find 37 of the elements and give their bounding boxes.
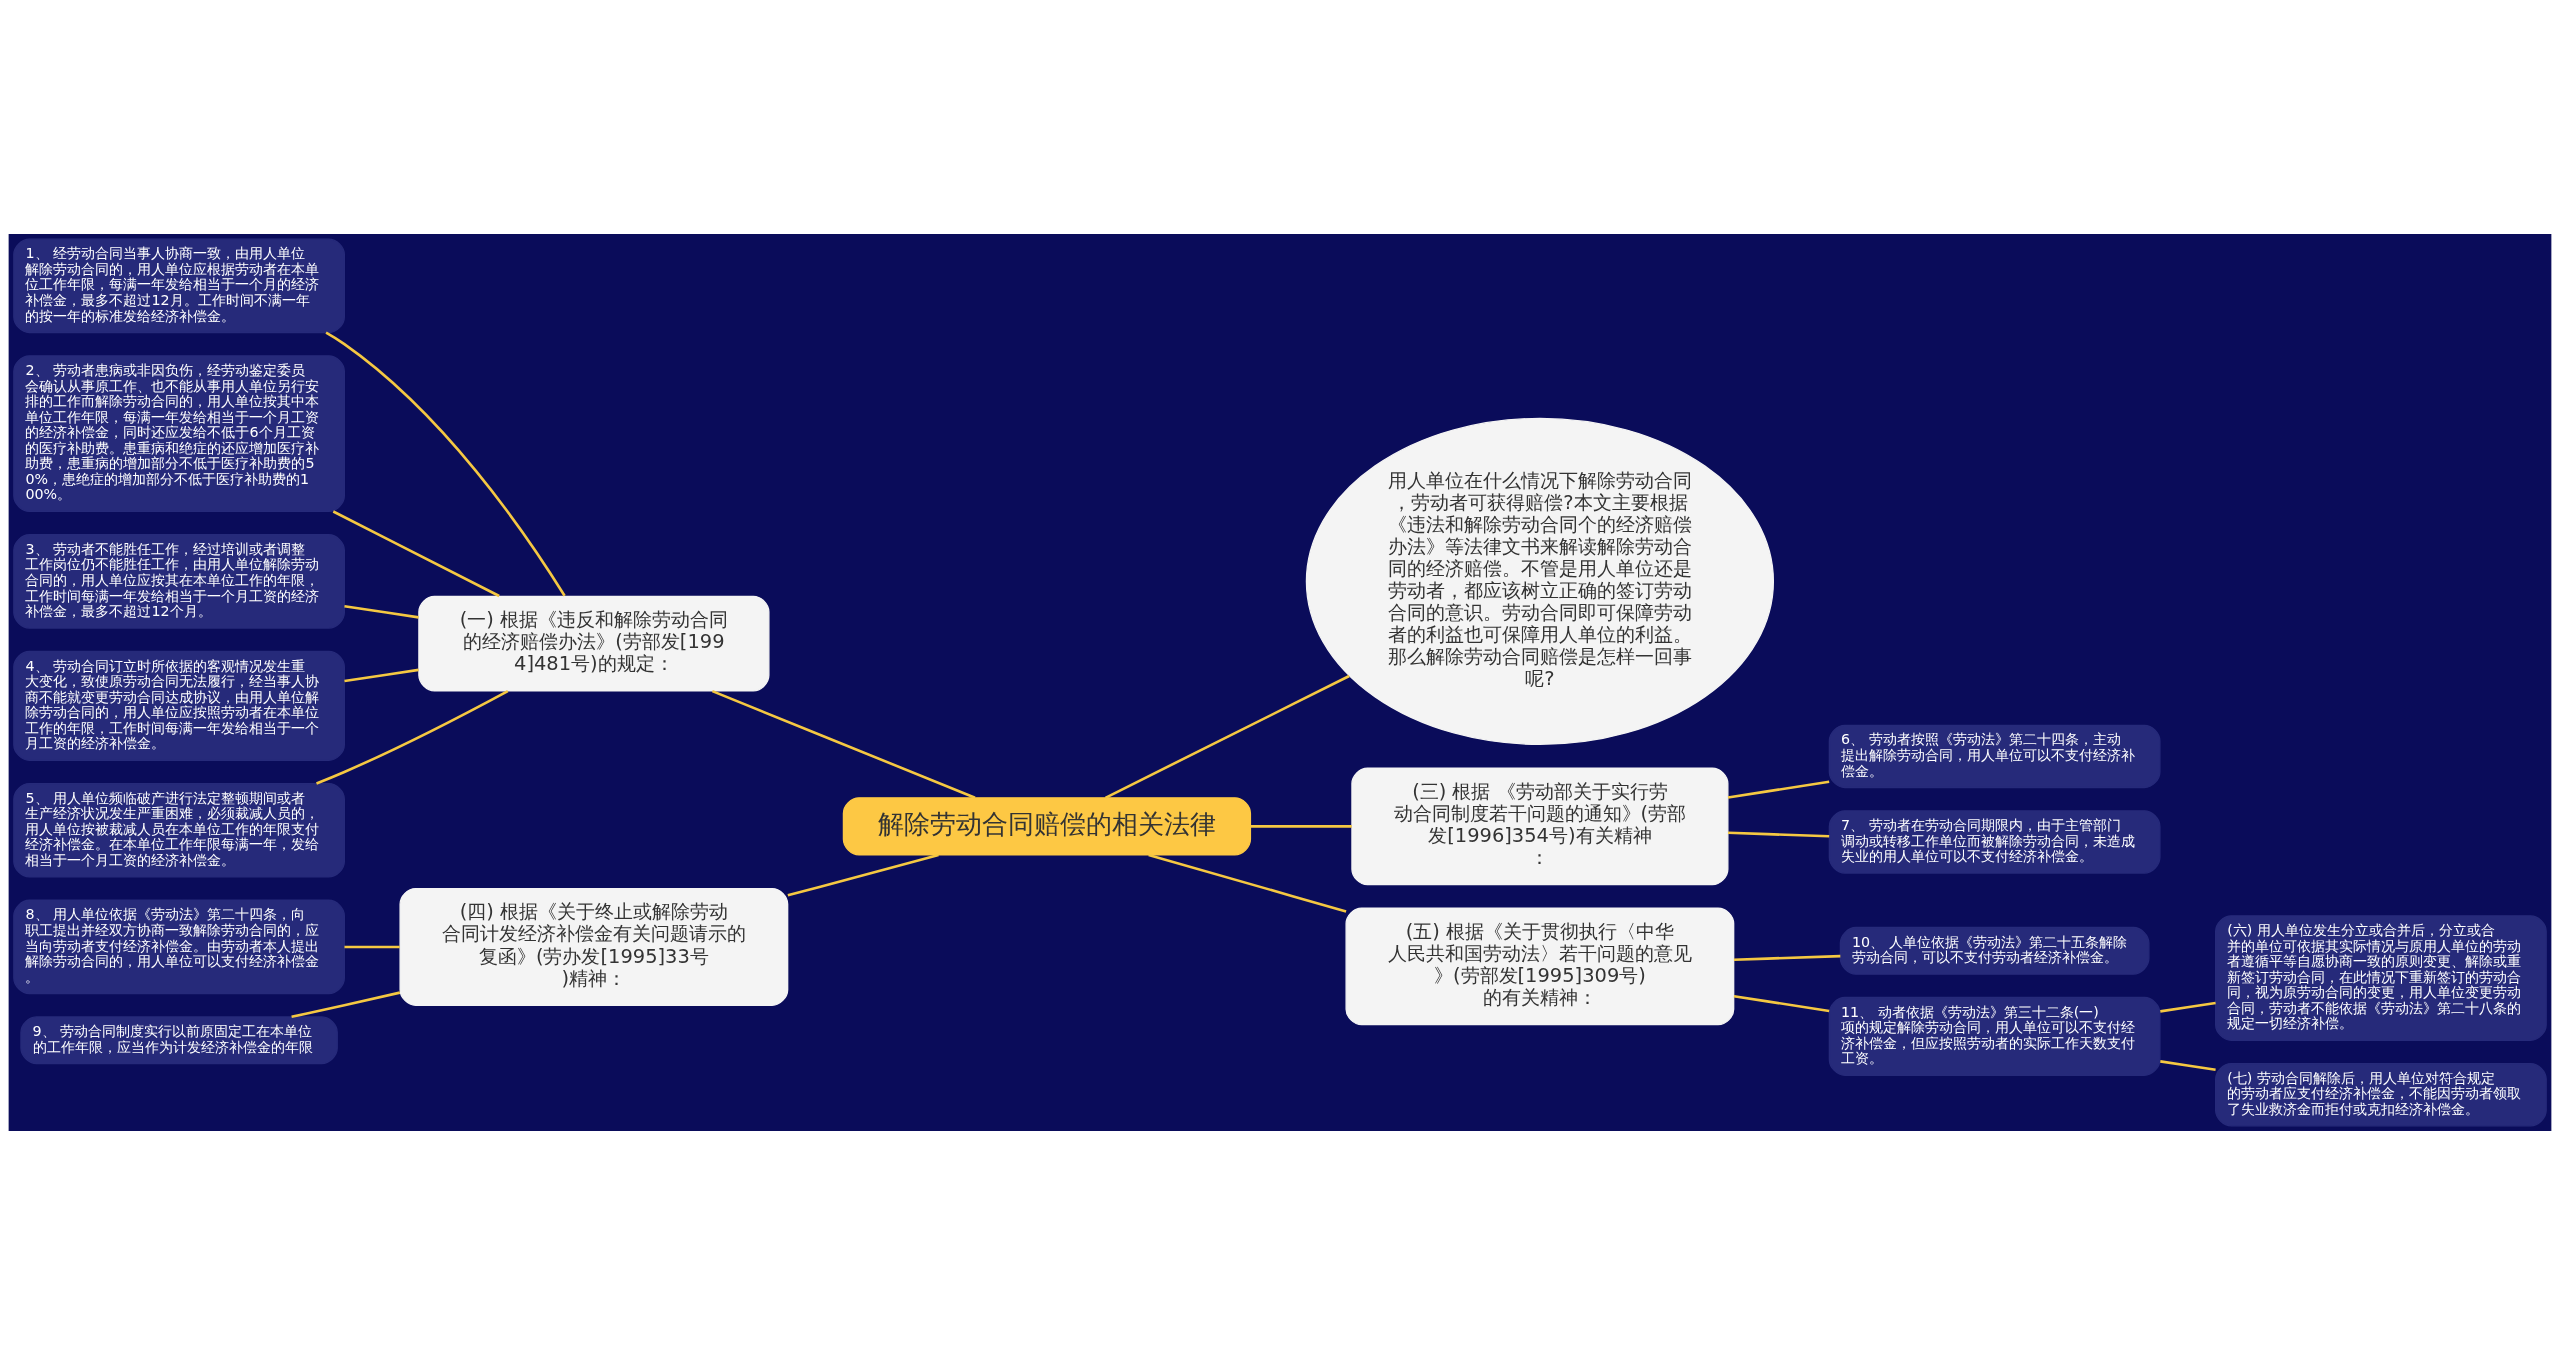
node-box: 4、 劳动合同订立时所依据的客观情况发生重大变化，致使原劳动合同无法履行，经当事人协商不能就变更劳动合同达成协议，由用人单位解除劳动合同的，用人单位应按照劳动者在本单位工作的年限，工作时间每满一年发给相当于一个月工资的经济补偿金。	[13, 650, 345, 761]
connector	[711, 689, 976, 799]
node-box: (一) 根据《违反和解除劳动合同的经济赔偿办法》(劳部发[1994]481号)的规定：	[418, 595, 770, 692]
connector	[1727, 780, 1830, 799]
connector	[316, 689, 509, 785]
node-box: 7、 劳动者在劳动合同期限内，由于主管部门调动或转移工作单位而被解除劳动合同，未造成失业的用人单位可以不支付经济补偿金。	[1828, 809, 2161, 874]
connector	[1104, 674, 1350, 799]
connector	[344, 668, 419, 682]
node-box: (六) 用人单位发生分立或合并后，分立或合并的单位可依据其实际情况与原用人单位的劳动者遵循平等自愿协商一致的原则变更、解除或重新签订劳动合同，在此情况下重新签订的劳动合同，视为原劳动合同的变更，用人单位变更劳动合同，劳动者不能依据《劳动法》第二十八条的规定一切经济补偿。	[2215, 914, 2547, 1041]
node-box: 9、 劳动合同制度实行以前原固定工在本单位的工作年限，应当作为计发经济补偿金的年限	[20, 1015, 338, 1064]
node-box: 6、 劳动者按照《劳动法》第二十四条，主动提出解除劳动合同，用人单位可以不支付经济补偿金。	[1828, 724, 2161, 788]
node-box: 10、 人单位依据《劳动法》第二十五条解除劳动合同，可以不支付劳动者经济补偿金。	[1839, 926, 2150, 975]
node-box: 3、 劳动者不能胜任工作，经过培训或者调整工作岗位仍不能胜任工作，由用人单位解除劳动合同的，用人单位应按其在本单位工作的年限，工作时间每满一年发给相当于一个月工资的经济补偿金，最多不超过12个月。	[13, 533, 345, 629]
node-box: (五) 根据《关于贯彻执行〈中华人民共和国劳动法〉若干问题的意见》(劳部发[1995]309号)的有关精神：	[1345, 906, 1735, 1025]
connector	[291, 990, 401, 1018]
node-ellipse: 用人单位在什么情况下解除劳动合同，劳动者可获得赔偿?本文主要根据《违法和解除劳动合同个的经济赔偿办法》等法律文书来解读解除劳动合同的经济赔偿。不管是用人单位还是劳动者，都应该树立正确的签订劳动合同的意识。劳动合同即可保障劳动者的利益也可保障用人单位的利益。那么解除劳动合同赔偿是怎样一回事呢?	[1305, 417, 1775, 745]
connector	[2160, 1059, 2216, 1071]
node-box: 2、 劳动者患病或非因负伤，经劳动鉴定委员会确认从事原工作、也不能从事用人单位另行安排的工作而解除劳动合同的，用人单位按其中本单位工作年限，每满一年发给相当于一个月工资的经济补偿金，同时还应发给不低于6个月工资的医疗补助费。患重病和绝症的还应增加医疗补助费，患重病的增加部分不低于医疗补助费的50%，患绝症的增加部分不低于医疗补助费的100%。	[13, 354, 345, 512]
connector	[1733, 954, 1841, 961]
connector	[344, 945, 400, 948]
node-box: 1、 经劳动合同当事人协商一致，由用人单位解除劳动合同的，用人单位应根据劳动者在本单位工作年限，每满一年发给相当于一个月的经济补偿金，最多不超过12月。工作时间不满一年的按一年的标准发给经济补偿金。	[13, 238, 345, 333]
connector	[325, 331, 566, 596]
connector	[344, 604, 419, 619]
connector	[787, 853, 939, 897]
node-box: 8、 用人单位依据《劳动法》第二十四条，向职工提出并经双方协商一致解除劳动合同的，应当向劳动者支付经济补偿金。由劳动者本人提出解除劳动合同的，用人单位可以支付经济补偿金。	[13, 899, 345, 994]
connector	[1148, 853, 1347, 913]
node-box: 解除劳动合同赔偿的相关法律	[842, 796, 1252, 856]
node-box: (四) 根据《关于终止或解除劳动合同计发经济补偿金有关问题请示的复函》(劳办发[1995]33号)精神：	[399, 887, 789, 1006]
node-box: 11、 动者依据《劳动法》第三十二条(一)项的规定解除劳动合同，用人单位可以不支付经济补偿金，但应按照劳动者的实际工作天数支付工资。	[1828, 996, 2161, 1076]
node-box: (七) 劳动合同解除后，用人单位对符合规定的劳动者应支付经济补偿金，不能因劳动者领取了失业救济金而拒付或克扣经济补偿金。	[2215, 1062, 2547, 1126]
connector	[2160, 1001, 2216, 1013]
connector	[1250, 824, 1352, 828]
node-box: 5、 用人单位频临破产进行法定整顿期间或者生产经济状况发生严重困难，必须裁减人员的，用人单位按被裁减人员在本单位工作的年限支付经济补偿金。在本单位工作年限每满一年，发给相当于一个月工资的经济补偿金。	[13, 782, 345, 878]
node-box: (三) 根据 《劳动部关于实行劳动合同制度若干问题的通知》(劳部发[1996]354号)有关精神：	[1351, 766, 1729, 885]
connector	[332, 509, 500, 597]
connector	[1728, 831, 1830, 838]
connector	[1733, 994, 1830, 1012]
